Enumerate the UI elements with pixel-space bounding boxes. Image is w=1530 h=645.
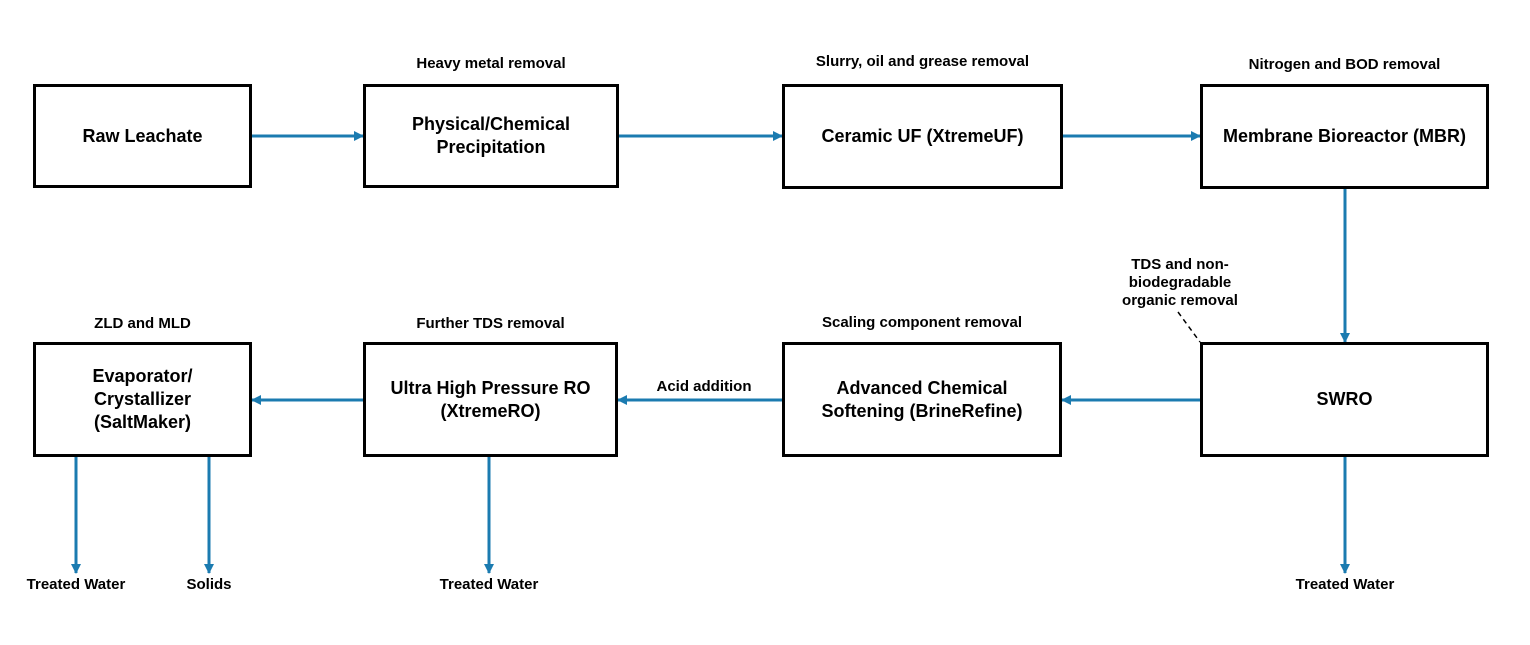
node-evaporator: Evaporator/ Crystallizer (SaltMaker) [33, 342, 252, 457]
node-precipitation: Physical/Chemical Precipitation [363, 84, 619, 188]
node-mbr: Membrane Bioreactor (MBR) [1200, 84, 1489, 189]
node-uhp-ro: Ultra High Pressure RO (XtremeRO) [363, 342, 618, 457]
annotation-tds-organic: TDS and non- biodegradable organic remov… [1122, 256, 1238, 309]
node-raw-leachate-label: Raw Leachate [82, 125, 203, 146]
node-precipitation-label: Physical/Chemical Precipitation [411, 114, 571, 157]
node-softening: Advanced Chemical Softening (BrineRefine… [782, 342, 1062, 457]
annotation-scaling: Scaling component removal [821, 314, 1023, 331]
node-swro: SWRO [1200, 342, 1489, 457]
annotation-acid-addition: Acid addition [656, 378, 752, 395]
annotation-nitrogen-bod: Nitrogen and BOD removal [1248, 56, 1441, 73]
node-raw-leachate: Raw Leachate [33, 84, 252, 188]
annotation-slurry: Slurry, oil and grease removal [815, 53, 1030, 70]
node-ceramic-uf-label: Ceramic UF (XtremeUF) [821, 126, 1024, 146]
node-mbr-label: Membrane Bioreactor (MBR) [1222, 126, 1467, 146]
annotation-zld-mld: ZLD and MLD [94, 315, 191, 332]
annotation-leader-line [1177, 311, 1201, 343]
node-uhp-ro-label: Ultra High Pressure RO (XtremeRO) [390, 377, 591, 421]
node-ceramic-uf: Ceramic UF (XtremeUF) [782, 84, 1063, 189]
output-uhp-ro-treated-water: Treated Water [439, 576, 539, 593]
node-softening-label: Advanced Chemical Softening (BrineRefine… [821, 377, 1023, 421]
output-evaporator-treated-water: Treated Water [26, 576, 126, 593]
annotation-further-tds: Further TDS removal [416, 315, 565, 332]
annotation-heavy-metal: Heavy metal removal [416, 55, 566, 72]
output-evaporator-solids: Solids [186, 576, 232, 593]
node-swro-label: SWRO [1316, 389, 1373, 409]
output-swro-treated-water: Treated Water [1295, 576, 1395, 593]
node-evaporator-label: Evaporator/ Crystallizer (SaltMaker) [92, 366, 193, 432]
